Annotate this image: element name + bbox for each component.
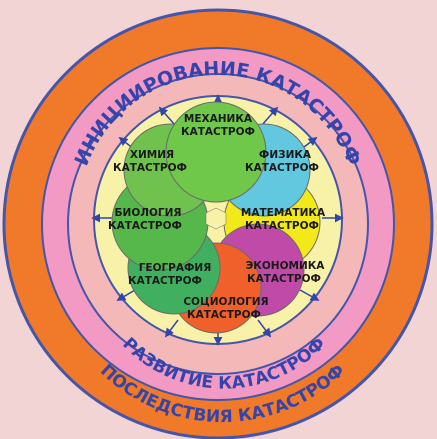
mechanics-label-2: КАТАСТРОФ [181,126,255,138]
center-hexagon [205,207,227,230]
mechanics-circle [165,101,267,203]
biology-label-2: КАТАСТРОФ [108,220,182,232]
chemistry-label-2: КАТАСТРОФ [113,162,187,174]
geography-label-2: КАТАСТРОФ [128,275,202,287]
physics-label-2: КАТАСТРОФ [245,162,319,174]
sociology-label-2: КАТАСТРОФ [187,309,261,321]
sociology-label-1: СОЦИОЛОГИЯ [183,296,268,308]
math-label-1: МАТЕМАТИКА [241,207,326,219]
economics-label-2: КАТАСТРОФ [247,273,321,285]
geography-label-1: ГЕОГРАФИЯ [139,262,212,274]
physics-label-1: ФИЗИКА [259,149,312,161]
economics-label-1: ЭКОНОМИКА [246,260,326,272]
circle-labels: МЕХАНИКА КАТАСТРОФ ФИЗИКА КАТАСТРОФ МАТЕ… [108,113,326,321]
mechanics-label-1: МЕХАНИКА [184,113,253,125]
biology-label-1: БИОЛОГИЯ [115,207,182,219]
chemistry-label-1: ХИМИЯ [130,149,174,161]
math-label-2: КАТАСТРОФ [245,220,319,232]
